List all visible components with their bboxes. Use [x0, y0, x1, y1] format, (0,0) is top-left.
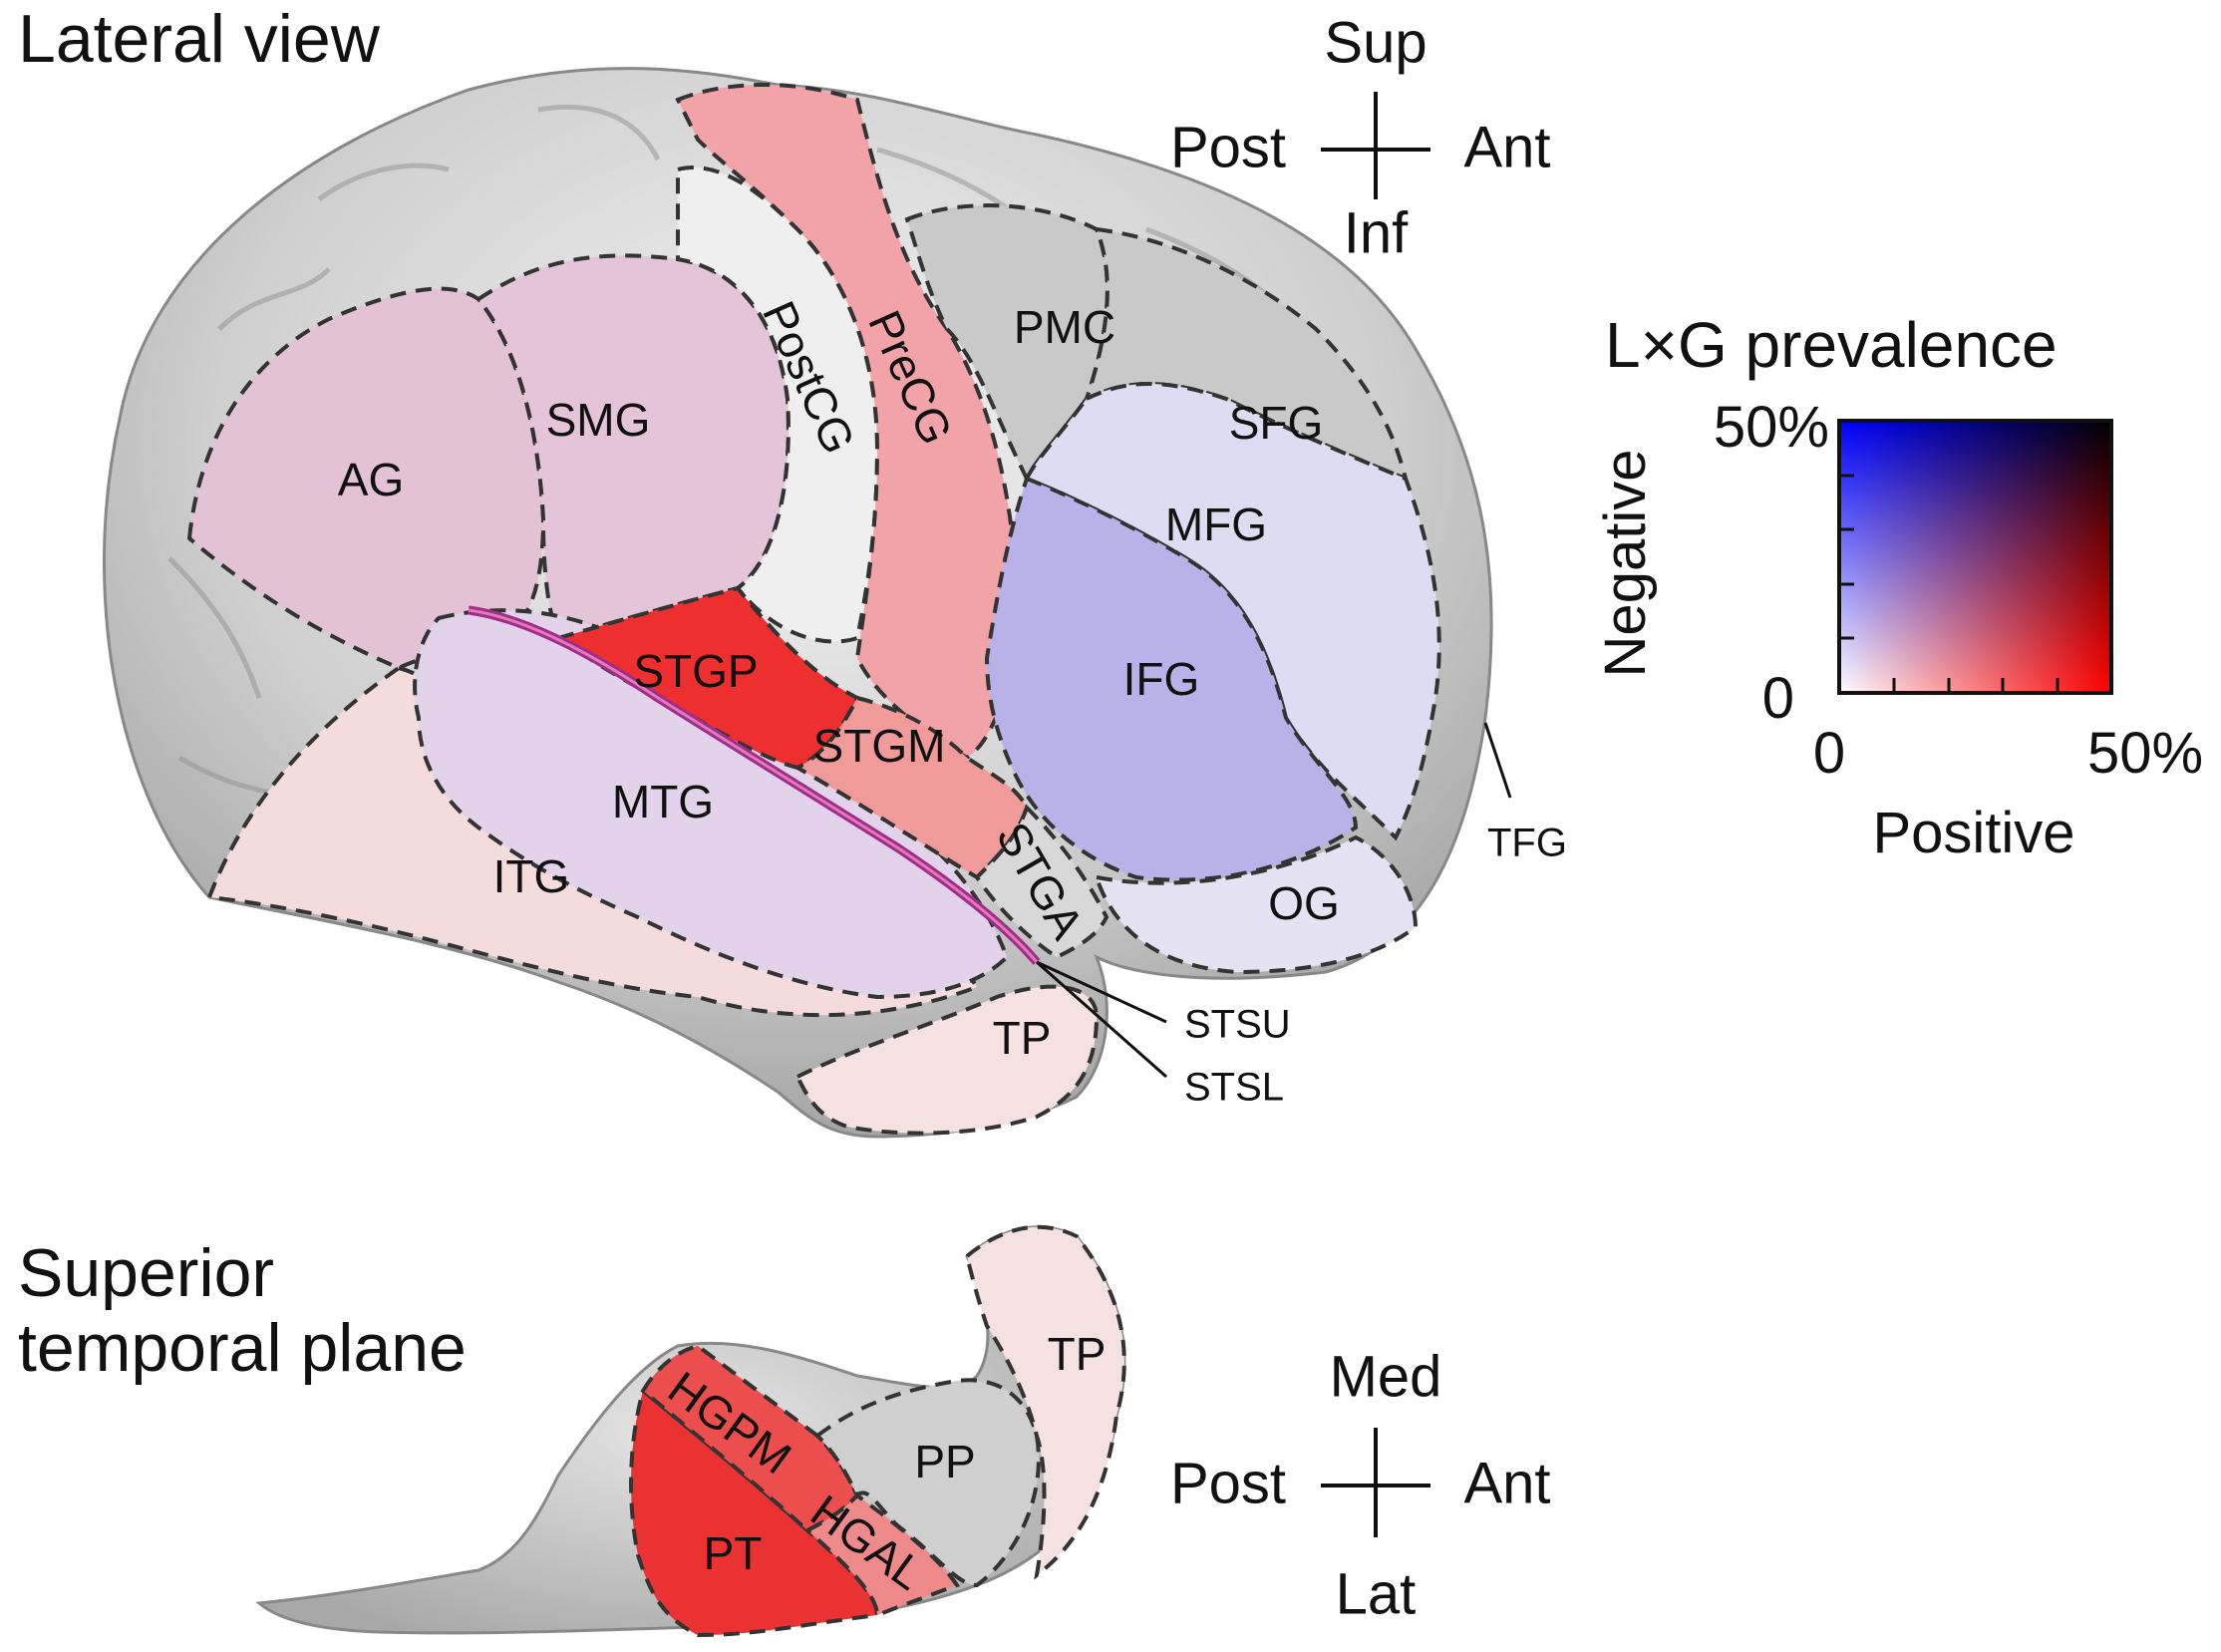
label-mtg: MTG [612, 776, 714, 827]
sts-line-inner [468, 608, 1039, 963]
orient-top-down: Inf [1344, 200, 1409, 265]
plane-region-pt [629, 1387, 880, 1638]
label-stsu: STSU [1184, 1003, 1291, 1047]
label-stgp: STGP [633, 645, 758, 697]
plane-label-tp: TP [1048, 1328, 1107, 1380]
label-stsl: STSL [1184, 1066, 1284, 1110]
region-stga [974, 804, 1110, 960]
label-ifg: IFG [1123, 653, 1200, 705]
legend-y-min: 0 [1762, 666, 1794, 731]
plane-region-pp [813, 1378, 1041, 1588]
label-pmc: PMC [1014, 301, 1115, 353]
legend: L×G prevalence Negative 50% 0 0 50% Posi… [1593, 309, 2203, 865]
orient-top-right: Ant [1463, 115, 1550, 179]
plane-label-pp: PP [914, 1436, 975, 1487]
region-postcg [676, 165, 880, 644]
label-tp: TP [993, 1012, 1052, 1064]
region-tp [794, 984, 1100, 1136]
plane-region-tp [964, 1224, 1126, 1580]
legend-y-label: Negative [1593, 450, 1658, 678]
plane-region-hgal [803, 1492, 961, 1618]
orientation-cross-bottom: Med Lat Post Ant [1170, 1344, 1551, 1626]
leader-stsu [1036, 960, 1167, 1024]
region-og [1094, 834, 1419, 975]
superior-temporal-plane: HGPM HGAL PP PT TP [255, 1224, 1126, 1638]
region-precg [675, 83, 1020, 761]
region-mfg [1024, 382, 1441, 841]
label-stgm: STGM [813, 720, 946, 772]
label-ag: AG [338, 454, 404, 505]
legend-x-label: Positive [1872, 801, 2074, 865]
superior-title-line1: Superior [18, 1235, 274, 1311]
label-og: OG [1268, 877, 1340, 929]
legend-y-max: 50% [1714, 395, 1829, 460]
legend-square-border [1837, 419, 2113, 695]
orientation-cross-top: Sup Inf Post Ant [1170, 10, 1551, 265]
lateral-view-title: Lateral view [18, 1, 381, 77]
orient-bottom-left: Post [1170, 1451, 1286, 1515]
label-mfg: MFG [1165, 498, 1267, 550]
legend-x-max: 50% [2087, 721, 2203, 786]
lateral-brain: AG SMG PostCG PreCG PMC SFG MFG IFG STGP… [102, 67, 1567, 1139]
orient-top-left: Post [1170, 115, 1286, 179]
leader-stsl [1036, 960, 1167, 1079]
label-sfg: SFG [1229, 397, 1324, 449]
orient-top-up: Sup [1324, 10, 1427, 75]
label-itg: ITG [493, 850, 570, 902]
legend-x-min: 0 [1813, 721, 1845, 786]
orient-bottom-down: Lat [1336, 1561, 1417, 1626]
region-ag [186, 286, 546, 671]
orient-bottom-right: Ant [1463, 1451, 1550, 1515]
region-pmc [904, 203, 1110, 484]
label-smg: SMG [546, 394, 651, 446]
orient-bottom-up: Med [1330, 1344, 1442, 1409]
legend-ticks [1839, 474, 2060, 693]
region-ifg [984, 476, 1359, 882]
legend-square-blue [1839, 421, 2111, 693]
legend-title: L×G prevalence [1605, 309, 2058, 381]
plane-label-pt: PT [704, 1527, 763, 1579]
superior-title-line2: temporal plane [18, 1310, 467, 1386]
label-tfg: TFG [1487, 822, 1567, 865]
leader-tfg [1483, 722, 1512, 799]
